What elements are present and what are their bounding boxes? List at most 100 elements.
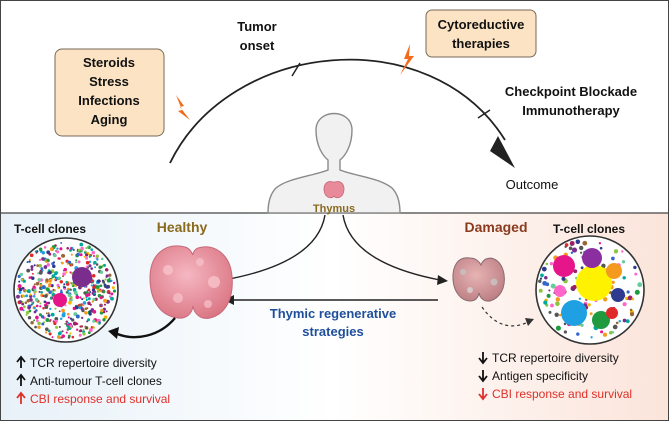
clone-dot <box>40 290 43 294</box>
clone-dot <box>85 253 89 257</box>
clone-dot <box>548 310 552 314</box>
clone-navy <box>611 288 625 302</box>
clone-dot <box>31 272 34 275</box>
clone-dot <box>93 255 95 257</box>
clone-dot <box>102 280 106 284</box>
clone-dot <box>612 324 618 330</box>
damaged-effect-row: TCR repertoire diversity <box>478 351 619 365</box>
clone-dot <box>27 316 32 320</box>
clone-dot <box>57 335 61 340</box>
clone-dot <box>573 269 578 274</box>
healthy-effect-row: TCR repertoire diversity <box>16 355 157 370</box>
clone-dot <box>51 276 54 279</box>
clone-dot <box>48 290 52 294</box>
clone-dot <box>56 247 59 250</box>
clone-dot <box>91 273 96 278</box>
clone-dot <box>53 278 56 281</box>
clone-dot <box>33 293 36 296</box>
clone-dot <box>90 267 93 270</box>
clone-dot <box>43 265 48 269</box>
clone-dot <box>90 279 94 283</box>
clone-dot <box>46 263 51 267</box>
clone-dot <box>87 266 90 269</box>
clone-dot <box>28 276 32 279</box>
clone-dot <box>25 310 30 315</box>
clone-dot <box>38 290 41 293</box>
clone-dot <box>539 277 543 280</box>
clone-dot <box>29 293 32 296</box>
clone-dot <box>608 331 613 335</box>
clone-dot <box>611 256 615 261</box>
clone-dot <box>37 277 41 282</box>
clone-dot <box>633 265 637 270</box>
clone-dot <box>110 292 114 296</box>
clone-dot <box>598 242 602 245</box>
clone-dot <box>85 256 89 260</box>
clone-dot <box>34 325 37 329</box>
clone-dot <box>625 296 629 300</box>
right-clones-title: T-cell clones <box>553 222 625 236</box>
clone-dot <box>85 260 90 265</box>
clone-dot <box>95 263 99 266</box>
clone-dot <box>99 296 103 300</box>
healthy-effect-1: TCR repertoire diversity <box>30 356 157 370</box>
clone-dot <box>17 274 21 278</box>
clone-dot <box>66 262 69 265</box>
clone-dot <box>57 286 60 290</box>
strategies-line1: Thymic regenerative <box>270 306 396 321</box>
healthy-label: Healthy <box>157 219 208 235</box>
clone-dot <box>61 330 64 333</box>
clone-dot <box>69 332 72 335</box>
damaged-to-clones-arrow <box>481 306 529 327</box>
clone-dot <box>611 280 615 284</box>
clone-dot <box>108 295 112 298</box>
clone-dot <box>44 305 49 310</box>
clone-dot <box>35 281 40 286</box>
clone-dot <box>67 316 70 319</box>
clone-dot <box>75 295 80 300</box>
clone-dot <box>71 318 75 322</box>
clone-dot <box>111 286 115 290</box>
outcome-label: Outcome <box>506 177 559 192</box>
clone-dot <box>45 318 50 322</box>
clone-dot <box>29 294 33 299</box>
clone-dot <box>92 284 95 287</box>
clone-dot <box>34 250 37 253</box>
clone-dot <box>43 300 47 304</box>
clone-dot <box>563 322 567 326</box>
clone-dot <box>26 289 31 294</box>
clone-dot <box>44 294 48 298</box>
clone-dot <box>49 247 54 251</box>
clone-dot <box>45 278 49 282</box>
clone-dot <box>41 251 46 255</box>
clone-dot <box>576 332 580 336</box>
clone-dot <box>538 288 543 293</box>
clone-orange <box>606 263 622 279</box>
clone-dot <box>92 285 97 290</box>
clone-dot <box>613 249 619 254</box>
clone-dot <box>555 301 560 307</box>
clone-dot <box>39 250 43 253</box>
clone-dot <box>578 297 582 301</box>
clone-dot <box>21 302 25 306</box>
checkpoint-line2: Immunotherapy <box>522 103 620 118</box>
clone-dot <box>108 277 111 280</box>
down-arrow-icon <box>478 352 488 365</box>
clone-dot <box>80 325 83 328</box>
clone-dot <box>102 318 106 322</box>
clone-dot <box>96 289 100 293</box>
risk-aging: Aging <box>91 112 128 127</box>
healthy-effect-row: Anti-tumour T-cell clones <box>16 373 162 388</box>
clone-dot <box>58 257 61 260</box>
clone-dot <box>54 307 57 310</box>
clone-dot <box>590 336 593 339</box>
clone-dot <box>66 287 70 291</box>
clone-dot <box>602 297 608 302</box>
clone-dot <box>102 290 106 294</box>
clone-dot <box>69 288 72 291</box>
risk-factors-box <box>54 48 165 137</box>
clone-dot <box>91 250 96 255</box>
healthy-to-clones-arrowhead <box>108 327 119 339</box>
clone-dot <box>99 270 104 274</box>
